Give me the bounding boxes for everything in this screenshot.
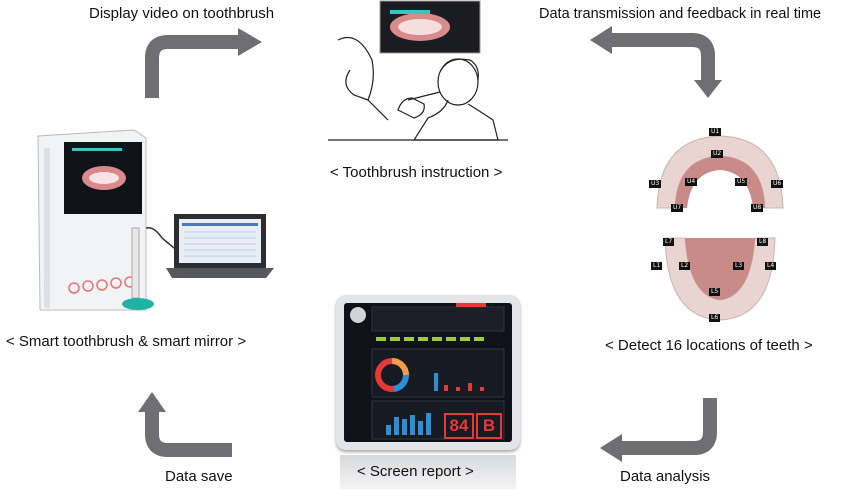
teeth-location-diagram: U1 U2 U3 U4 U5 U6 U7 U8 L1 L2 L3 L4 L5 L… <box>649 128 784 322</box>
arrow-data-transmission <box>612 33 715 80</box>
report-screen: 84 B <box>344 303 512 442</box>
label-data-save: Data save <box>165 468 233 485</box>
label-detect-locations: < Detect 16 locations of teeth > <box>605 337 813 354</box>
score-number-box: 84 <box>444 413 474 439</box>
label-toothbrush-instruction: < Toothbrush instruction > <box>330 164 503 181</box>
arrow-data-analysis <box>622 398 717 455</box>
label-display-video: Display video on toothbrush <box>89 5 275 22</box>
tablet-screen-report: 84 B <box>336 295 520 450</box>
arrow-data-save <box>145 412 232 457</box>
smart-mirror-device <box>34 128 274 318</box>
screen-report-caption-band <box>340 455 516 489</box>
label-data-analysis: Data analysis <box>620 468 711 485</box>
label-smart-toothbrush-mirror: < Smart toothbrush & smart mirror > <box>6 333 247 350</box>
toothbrush-instruction-illustration <box>328 0 508 150</box>
label-screen-report: < Screen report > <box>357 463 474 480</box>
label-data-transmission: Data transmission and feedback in real t… <box>539 6 822 22</box>
score-grade-box: B <box>476 413 502 439</box>
arrow-display-video <box>145 35 238 98</box>
